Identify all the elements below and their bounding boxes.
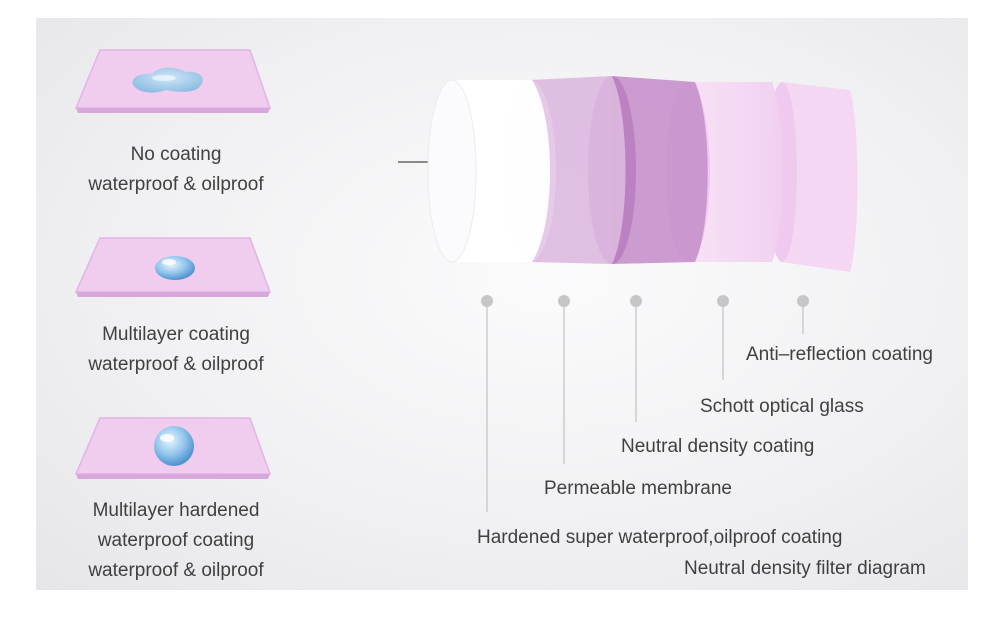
label-anti-reflection: Anti–reflection coating [746,344,933,365]
caption-line: waterproof & oilproof [88,560,264,581]
label-hardened-coating: Hardened super waterproof,oilproof coati… [477,527,843,548]
leader-dot-hardened [481,295,493,307]
leader-dot-permeable [558,295,570,307]
caption-line: waterproof & oilproof [88,174,264,195]
water-puddle-icon [132,67,203,93]
sample-caption-no-coating: No coating waterproof & oilproof [56,140,296,200]
label-neutral-density: Neutral density coating [621,436,815,457]
sample-caption-hardened: Multilayer hardened waterproof coating w… [56,496,296,586]
lens-stack [427,76,858,272]
sample-plate-hardened [74,417,272,479]
caption-line: Multilayer hardened [92,500,260,521]
water-droplet-icon [155,256,195,280]
leader-dot-anti-reflection [797,295,809,307]
label-permeable-membrane: Permeable membrane [544,478,732,499]
caption-line: No coating [130,144,222,165]
leader-lines [481,295,809,512]
leader-dot-schott [717,295,729,307]
leader-dot-neutral-density [630,295,642,307]
sample-plate-no-coating [74,49,272,113]
water-bead-icon [154,426,194,466]
label-schott-glass: Schott optical glass [700,396,864,417]
sample-plate-multilayer [74,237,272,297]
diagram-caption: Neutral density filter diagram [684,558,926,579]
caption-line: waterproof & oilproof [88,354,264,375]
hardened-coating-layer [427,79,550,263]
caption-line: waterproof coating [97,530,255,551]
sample-caption-multilayer: Multilayer coating waterproof & oilproof [56,320,296,380]
caption-line: Multilayer coating [102,324,250,345]
